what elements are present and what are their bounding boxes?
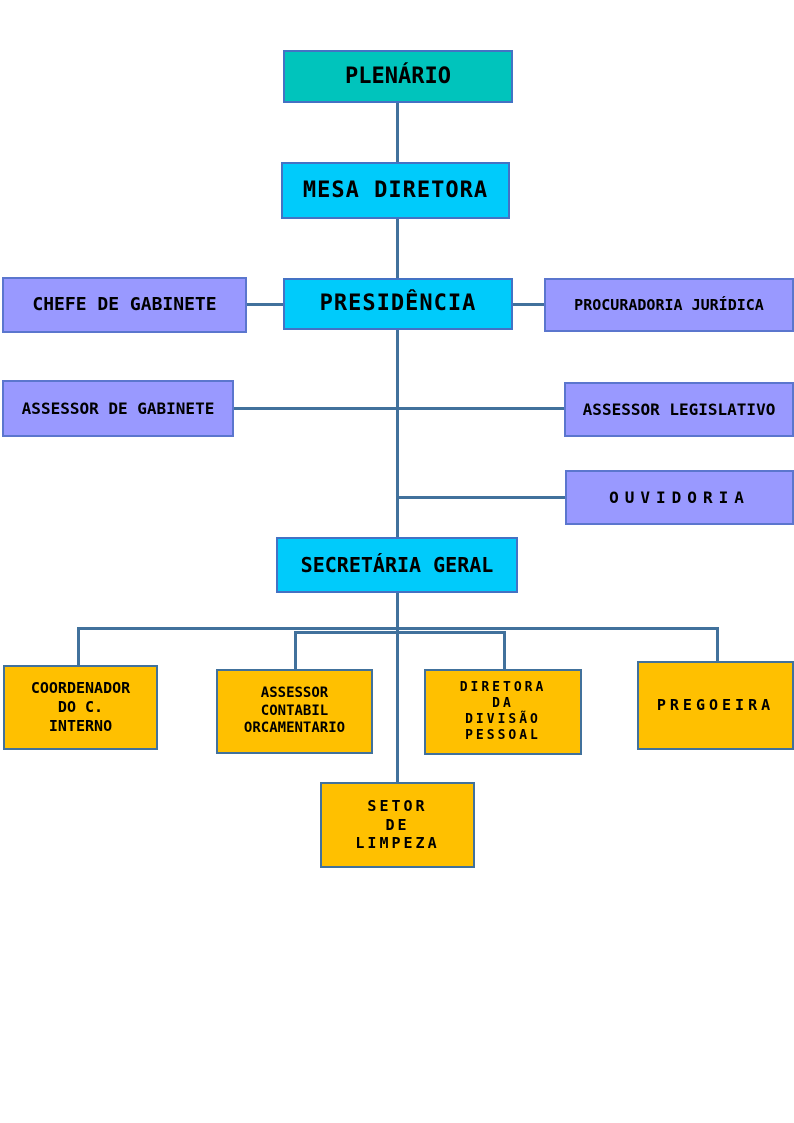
node-mesa-diretora: MESA DIRETORA: [281, 162, 510, 219]
node-coordenador-controle-interno: COORDENADOR DO C. INTERNO: [3, 665, 158, 750]
node-pregoeira: PREGOEIRA: [637, 661, 794, 750]
node-assessor-legislativo: ASSESSOR LEGISLATIVO: [564, 382, 794, 437]
node-diretora-divisao-pessoal: DIRETORA DA DIVISÃO PESSOAL: [424, 669, 582, 755]
node-secretaria-geral: SECRETÁRIA GERAL: [276, 537, 518, 593]
node-ouvidoria: OUVIDORIA: [565, 470, 794, 525]
node-assessor-contabil-orcamentario: ASSESSOR CONTABIL ORCAMENTARIO: [216, 669, 373, 754]
connector-drop-coordenador: [77, 627, 80, 665]
connector-chefe-presidencia: [247, 303, 283, 306]
connector-drop-diretora: [503, 631, 506, 669]
connector-mesa-presidencia: [396, 219, 399, 278]
connector-drop-contabil: [294, 631, 297, 669]
connector-assessores-row: [234, 407, 564, 410]
connector-drop-pregoeira: [716, 627, 719, 661]
node-assessor-de-gabinete: ASSESSOR DE GABINETE: [2, 380, 234, 437]
connector-plenario-mesa: [396, 103, 399, 162]
node-chefe-de-gabinete: CHEFE DE GABINETE: [2, 277, 247, 333]
node-presidencia: PRESIDÊNCIA: [283, 278, 513, 330]
node-setor-de-limpeza: SETOR DE LIMPEZA: [320, 782, 475, 868]
connector-presidencia-procuradoria: [513, 303, 544, 306]
connector-bottom-inner: [294, 631, 505, 634]
connector-ouvidoria: [397, 496, 565, 499]
connector-secretaria-down: [396, 593, 399, 782]
node-plenario: PLENÁRIO: [283, 50, 513, 103]
connector-presidencia-secretaria: [396, 330, 399, 537]
connector-bottom-outer: [77, 627, 719, 630]
node-procuradoria-juridica: PROCURADORIA JURÍDICA: [544, 278, 794, 332]
